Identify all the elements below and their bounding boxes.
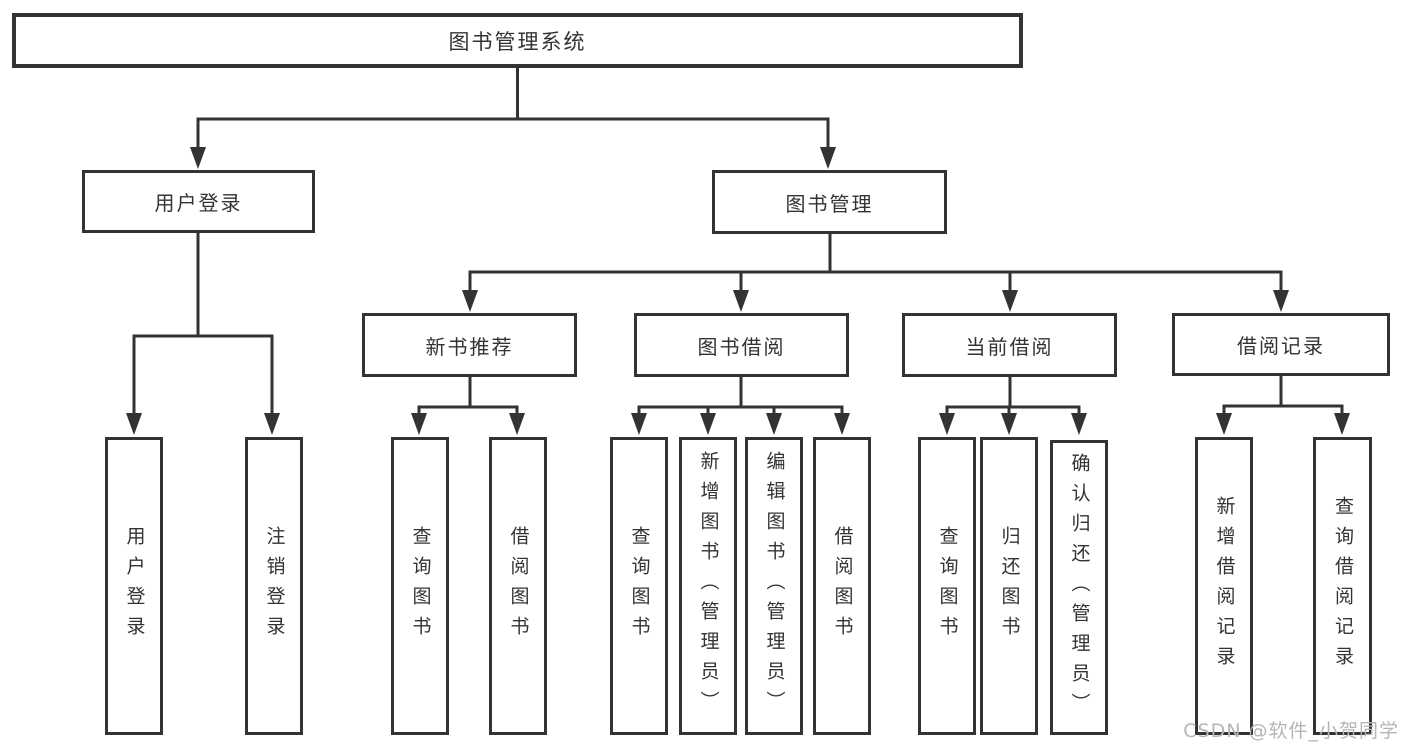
node-label: 查询图书 [628,526,651,646]
node-library-management-system: 图书管理系统 [12,13,1023,68]
node-label: 确认归还（管理员） [1068,452,1091,723]
node-label: 归还图书 [998,526,1021,646]
node-label: 编辑图书（管理员） [763,451,786,721]
leaf-current-confirm-return-admin: 确认归还（管理员） [1050,440,1108,735]
node-label: 新书推荐 [425,334,514,359]
node-label: 借阅记录 [1237,334,1325,358]
node-user-login: 用户登录 [82,170,315,233]
leaf-records-add-borrow-record: 新增借阅记录 [1195,437,1253,735]
node-label: 查询借阅记录 [1332,496,1354,676]
node-label: 用户登录 [154,191,243,215]
node-label: 注销登录 [263,526,286,646]
leaf-recommend-query-books: 查询图书 [391,437,449,735]
node-book-management: 图书管理 [712,170,947,234]
node-new-book-recommend: 新书推荐 [362,313,577,377]
node-label: 查询图书 [936,526,959,646]
node-label: 新增借阅记录 [1213,496,1236,676]
leaf-logout: 注销登录 [245,437,303,735]
node-label: 新增图书（管理员） [697,451,720,721]
leaf-user-login: 用户登录 [105,437,163,735]
node-borrowing-records: 借阅记录 [1172,313,1390,376]
leaf-borrowing-add-books-admin: 新增图书（管理员） [679,437,737,735]
node-current-borrowing: 当前借阅 [902,313,1117,377]
leaf-current-query-books: 查询图书 [918,437,976,735]
node-label: 用户登录 [123,526,146,646]
node-label: 查询图书 [409,526,432,646]
node-label: 图书管理 [785,191,874,216]
node-label: 借阅图书 [831,526,854,646]
leaf-records-query-borrow-record: 查询借阅记录 [1313,437,1372,735]
leaf-borrowing-borrow-books: 借阅图书 [813,437,871,735]
leaf-recommend-borrow-books: 借阅图书 [489,437,547,735]
leaf-borrowing-edit-books-admin: 编辑图书（管理员） [745,437,803,735]
node-label: 当前借阅 [965,334,1054,359]
leaf-current-return-books: 归还图书 [980,437,1038,735]
leaf-borrowing-query-books: 查询图书 [610,437,668,735]
node-label: 借阅图书 [507,526,530,646]
node-book-borrowing: 图书借阅 [634,313,849,377]
csdn-watermark: CSDN @软件_小贺同学 [1183,720,1399,742]
node-label: 图书管理系统 [448,29,587,54]
node-label: 图书借阅 [697,334,786,359]
